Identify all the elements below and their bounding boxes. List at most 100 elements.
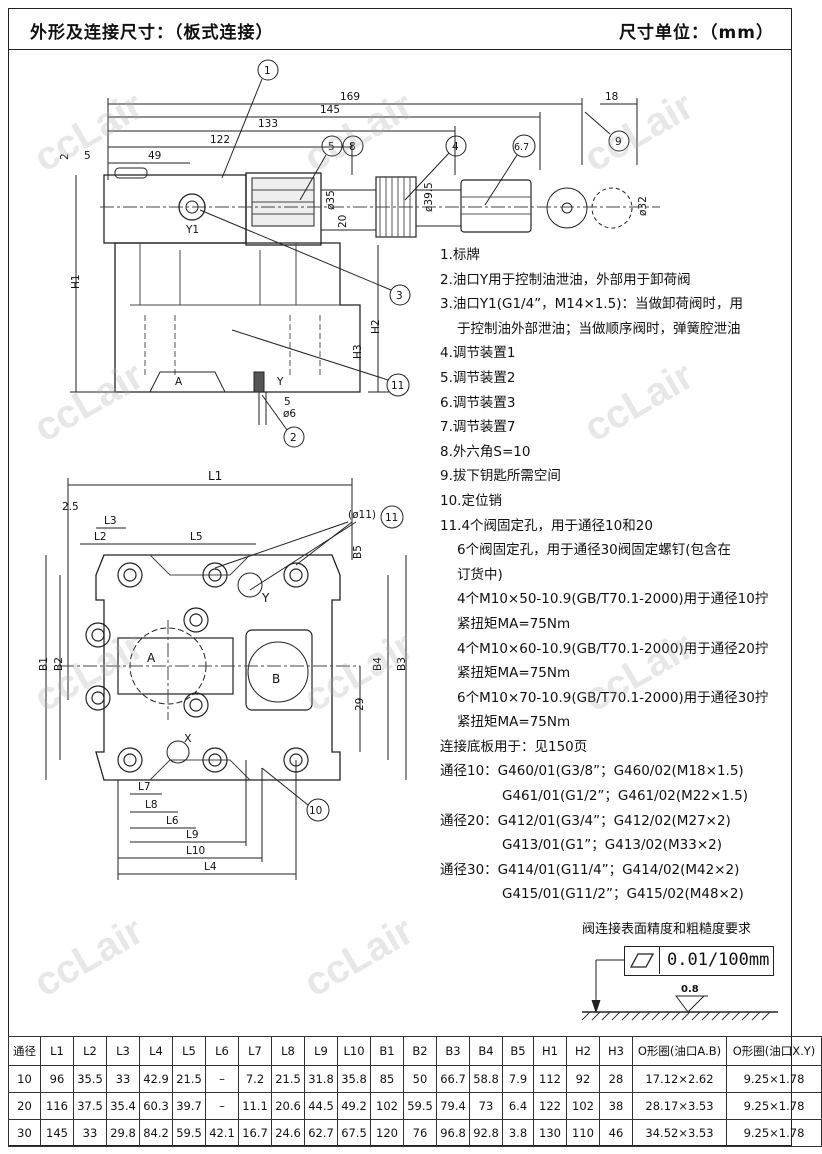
- dim-b4: B4: [372, 657, 384, 671]
- adjust-knob-6-7: [460, 179, 532, 233]
- table-header-cell: H2: [566, 1036, 600, 1066]
- note-line: 通径30：G414/01(G11/4”；G414/02(M42×2): [440, 861, 740, 878]
- table-cell: 3.8: [502, 1119, 534, 1147]
- callout-5: [321, 135, 343, 157]
- surface-spec-drawing: [581, 959, 778, 1021]
- port-label-a-top: A: [147, 651, 156, 665]
- unit-label: 尺寸单位：（mm）: [619, 23, 774, 43]
- table-cell: 9.25×1.78: [726, 1065, 822, 1093]
- dim-l6: L6: [166, 815, 179, 827]
- table-cell: 7.9: [502, 1065, 534, 1093]
- table-cell: 29.8: [106, 1119, 140, 1147]
- table-header-cell: B1: [370, 1036, 404, 1066]
- table-cell: 20: [8, 1092, 41, 1120]
- table-cell: 17.12×2.62: [632, 1065, 727, 1093]
- note-line: 5.调节装置2: [440, 369, 516, 386]
- callout-1: [257, 59, 279, 81]
- dim-5: 5: [84, 150, 91, 162]
- lower-body: [114, 242, 361, 393]
- bolt-hole: [183, 692, 209, 718]
- table-cell: 46: [599, 1119, 633, 1147]
- note-line: 6个M10×70-10.9(GB/T70.1-2000)用于通径30拧: [457, 689, 769, 706]
- note-line: 4.调节装置1: [440, 345, 516, 362]
- table-header-cell: B4: [469, 1036, 503, 1066]
- bolt-hole: [183, 607, 209, 633]
- dim-l2: L2: [94, 531, 107, 543]
- bolt-hole: [117, 562, 143, 588]
- note-line: 6个阀固定孔，用于通径30阀固定螺钉(包含在: [457, 542, 732, 559]
- key-lock: [546, 187, 588, 229]
- dim-145: 145: [320, 104, 340, 116]
- roughness-symbol: [675, 995, 706, 1013]
- table-header-cell: O形圈(油口X.Y): [726, 1036, 822, 1066]
- note-line: 11.4个阀固定孔，用于通径10和20: [440, 517, 653, 534]
- port-label-y: Y: [276, 376, 284, 388]
- dim-29: 29: [354, 698, 366, 711]
- dim-169: 169: [340, 91, 360, 103]
- table-cell: 44.5: [304, 1092, 338, 1120]
- table-cell: 33: [106, 1065, 140, 1093]
- note-line: 4个M10×60-10.9(GB/T70.1-2000)用于通径20拧: [457, 640, 769, 657]
- table-cell: 11.1: [238, 1092, 272, 1120]
- table-cell: 39.7: [172, 1092, 206, 1120]
- roughness-value: 0.8: [681, 984, 699, 995]
- callout-8: [342, 135, 364, 157]
- table-cell: 16.7: [238, 1119, 272, 1147]
- table-cell: 35.5: [73, 1065, 107, 1093]
- note-line: 紧扭矩MA=75Nm: [457, 714, 571, 731]
- svg-text:5: 5: [328, 141, 335, 153]
- table-cell: 21.5: [271, 1065, 305, 1093]
- table-header-cell: L3: [106, 1036, 140, 1066]
- note-line: 2.油口Y用于控制油泄油，外部用于卸荷阀: [440, 271, 691, 288]
- svg-text:2: 2: [290, 432, 297, 444]
- page-header: 外形及连接尺寸：（板式连接） 尺寸单位：（mm）: [8, 8, 792, 50]
- table-cell: 145: [40, 1119, 74, 1147]
- dim-18: 18: [605, 91, 618, 103]
- table-cell: 9.25×1.78: [726, 1092, 822, 1120]
- table-cell: 122: [533, 1092, 567, 1120]
- note-line: 紧扭矩MA=75Nm: [457, 665, 571, 682]
- table-cell: 37.5: [73, 1092, 107, 1120]
- table-cell: 67.5: [337, 1119, 371, 1147]
- table-cell: 66.7: [436, 1065, 470, 1093]
- table-cell: 84.2: [139, 1119, 173, 1147]
- table-cell: 35.8: [337, 1065, 371, 1093]
- dim-133: 133: [258, 118, 278, 130]
- note-line: 3.油口Y1(G1/4”，M14×1.5)：当做卸荷阀时，用: [440, 296, 744, 313]
- bolt-hole: [202, 562, 228, 588]
- dim-ø11: (ø11): [348, 509, 376, 521]
- dim-ø6: ø6: [283, 408, 296, 420]
- table-header-cell: L2: [73, 1036, 107, 1066]
- note-line: 连接底板用于：见150页: [440, 738, 588, 755]
- table-header-cell: L10: [337, 1036, 371, 1066]
- table-cell: 59.5: [403, 1092, 437, 1120]
- table-cell: 85: [370, 1065, 404, 1093]
- port-y-top: [237, 572, 263, 598]
- table-header-cell: L1: [40, 1036, 74, 1066]
- dim-l7: L7: [138, 781, 151, 793]
- note-line: 4个M10×50-10.9(GB/T70.1-2000)用于通径10拧: [457, 591, 769, 608]
- table-cell: 96.8: [436, 1119, 470, 1147]
- table-cell: 79.4: [436, 1092, 470, 1120]
- table-cell: 60.3: [139, 1092, 173, 1120]
- svg-text:10: 10: [309, 805, 322, 817]
- table-cell: 58.8: [469, 1065, 503, 1093]
- note-line: 紧扭矩MA=75Nm: [457, 615, 571, 632]
- note-line: 1.标牌: [440, 247, 480, 263]
- dim-b2: B2: [53, 657, 65, 671]
- table-header-cell: L8: [271, 1036, 305, 1066]
- nameplate: [114, 167, 148, 179]
- table-header-cell: O形圈(油口A.B): [632, 1036, 727, 1066]
- callout-11b: [380, 505, 404, 529]
- top-view: L1 2.5 L3 L2 L5 (ø11) 11 B5: [38, 469, 408, 880]
- surface-spec-title: 阀连接表面精度和粗糙度要求: [582, 922, 752, 937]
- table-cell: 110: [566, 1119, 600, 1147]
- svg-text:6.7: 6.7: [514, 142, 529, 153]
- note-line: 8.外六角S=10: [440, 443, 531, 460]
- port-y1: [178, 193, 206, 221]
- table-cell: 38: [599, 1092, 633, 1120]
- dim-l5: L5: [190, 531, 203, 543]
- dim-5b: 5: [284, 396, 291, 408]
